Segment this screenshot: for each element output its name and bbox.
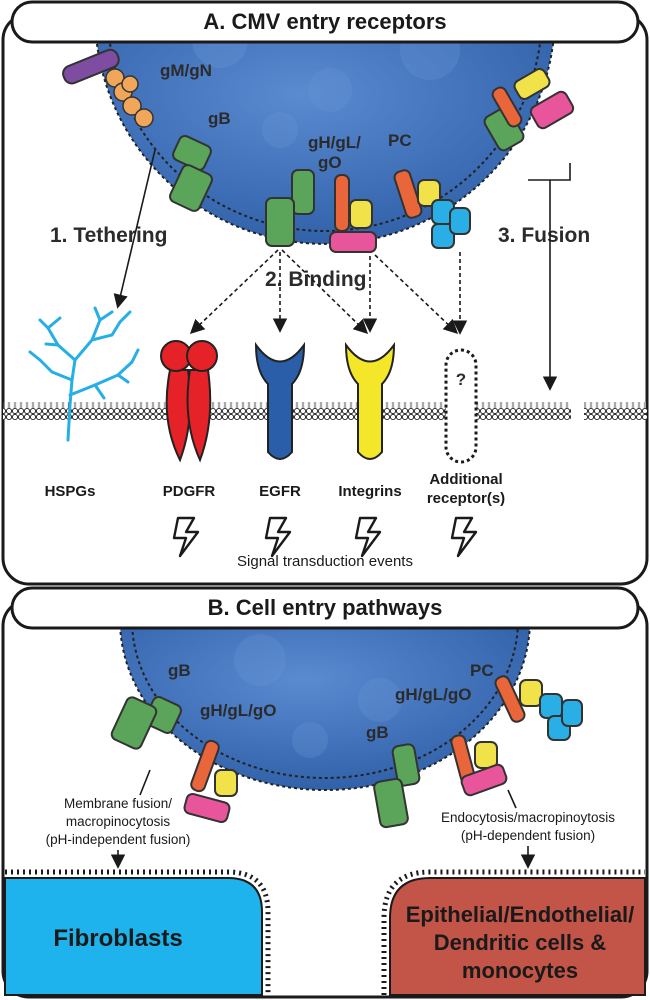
label-additional-line2: receptor(s) [427,490,505,507]
gb-glycoprotein-center [265,169,315,247]
svg-text:macropinocytosis: macropinocytosis [66,814,171,829]
epithelial-cell [381,869,646,996]
virion-b [119,619,531,791]
additional-receptor [444,348,478,464]
panel-a-title: A. CMV entry receptors [203,9,446,34]
ghglgo-label-b-left: gH/gL/gO [200,701,276,720]
step-binding: 2. Binding [265,268,367,291]
ghglgo-label-b-right: gH/gL/gO [395,685,471,704]
ghglgo-label-line2: gO [318,153,342,172]
step-tethering: 1. Tethering [50,224,167,247]
gb-glycoprotein-a [169,135,213,212]
step-fusion: 3. Fusion [498,224,590,247]
label-egfr: EGFR [259,483,301,500]
other-cells-line2: Dendritic cells & [434,930,607,955]
label-additional-line1: Additional [429,471,502,488]
gb-glycoprotein-b-left [110,696,182,750]
pc-glycoprotein [393,169,471,249]
ghglgo-glycoprotein-b-left [183,739,238,824]
svg-text:(pH-dependent fusion): (pH-dependent fusion) [461,828,595,843]
other-cells-line3: monocytes [462,958,578,983]
pdgfr-receptor [160,340,218,463]
panel-b-title: B. Cell entry pathways [208,595,443,620]
tethering-arrow [113,149,156,309]
ghglgo-label-line1: gH/gL/ [308,133,361,152]
gb-label-b-right: gB [366,723,389,742]
pc-label-a: PC [388,131,412,150]
host-membrane-right [584,402,647,420]
svg-text:(pH-independent fusion): (pH-independent fusion) [46,832,191,847]
gmgn-glycoprotein [62,48,154,128]
pc-label-b: PC [470,661,494,680]
signal-transduction-label: Signal transduction events [237,553,413,570]
fusion-glycoproteins [483,68,575,152]
right-pathway-note: Endocytosis/macropinoytosis (pH-dependen… [441,810,615,843]
fibroblasts-label: Fibroblasts [53,925,182,952]
label-integrins: Integrins [338,483,401,500]
gb-label-b-left: gB [168,661,191,680]
hspg-receptor [28,306,140,442]
label-hspg: HSPGs [45,483,96,500]
panel-b-title-box [10,586,640,630]
fusion-bracket [528,163,571,391]
fibroblast-cell [4,869,271,996]
right-pathway-line [507,789,517,809]
left-pathway-line [139,769,151,796]
label-pdgfr: PDGFR [163,483,216,500]
svg-text:Membrane fusion/: Membrane fusion/ [64,796,172,811]
unknown-receptor-mark: ? [456,370,466,389]
svg-text:Endocytosis/macropinoytosis: Endocytosis/macropinoytosis [441,810,615,825]
binding-arrows [189,249,468,335]
gb-glycoprotein-b-right [373,743,421,829]
gmgn-label: gM/gN [160,61,212,80]
pc-glycoprotein-b [494,675,583,741]
gb-label-a: gB [208,109,231,128]
ghglgo-glycoprotein-b-right [450,734,508,797]
panel-a-title-box [10,0,640,44]
integrin-receptor [344,341,396,460]
left-pathway-note: Membrane fusion/ macropinocytosis (pH-in… [46,796,191,847]
egfr-receptor [254,341,306,460]
signal-bolt-icons [172,516,478,558]
other-cells-line1: Epithelial/Endothelial/ [406,902,635,927]
ghglgo-glycoprotein [329,174,377,253]
